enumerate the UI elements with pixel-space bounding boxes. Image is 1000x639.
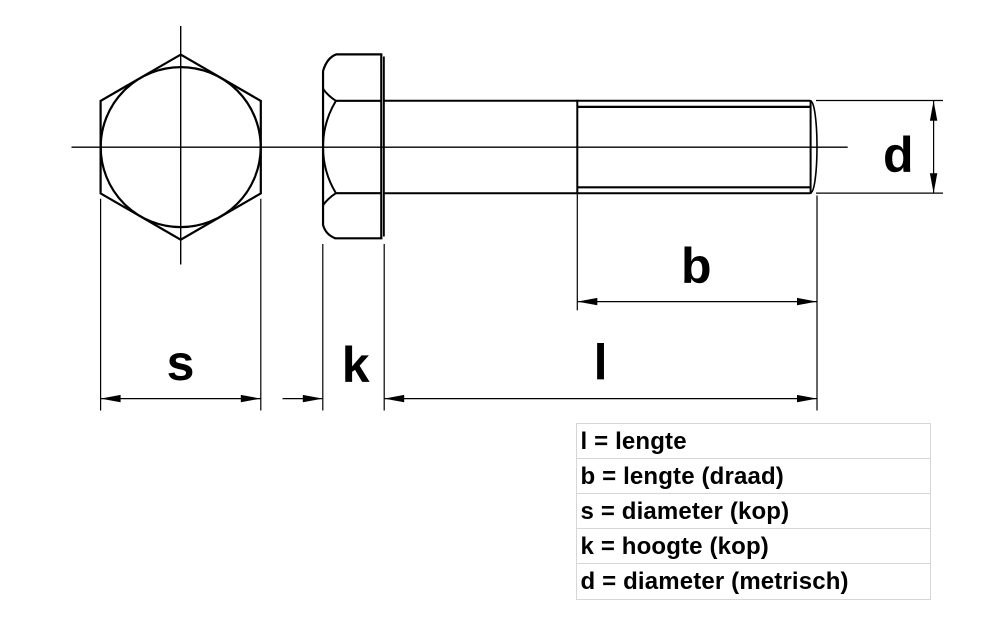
svg-text:d: d bbox=[883, 127, 914, 183]
svg-text:s: s bbox=[167, 335, 195, 391]
svg-text:k: k bbox=[342, 337, 370, 393]
svg-text:b: b bbox=[681, 238, 712, 294]
svg-text:l: l bbox=[594, 335, 608, 391]
